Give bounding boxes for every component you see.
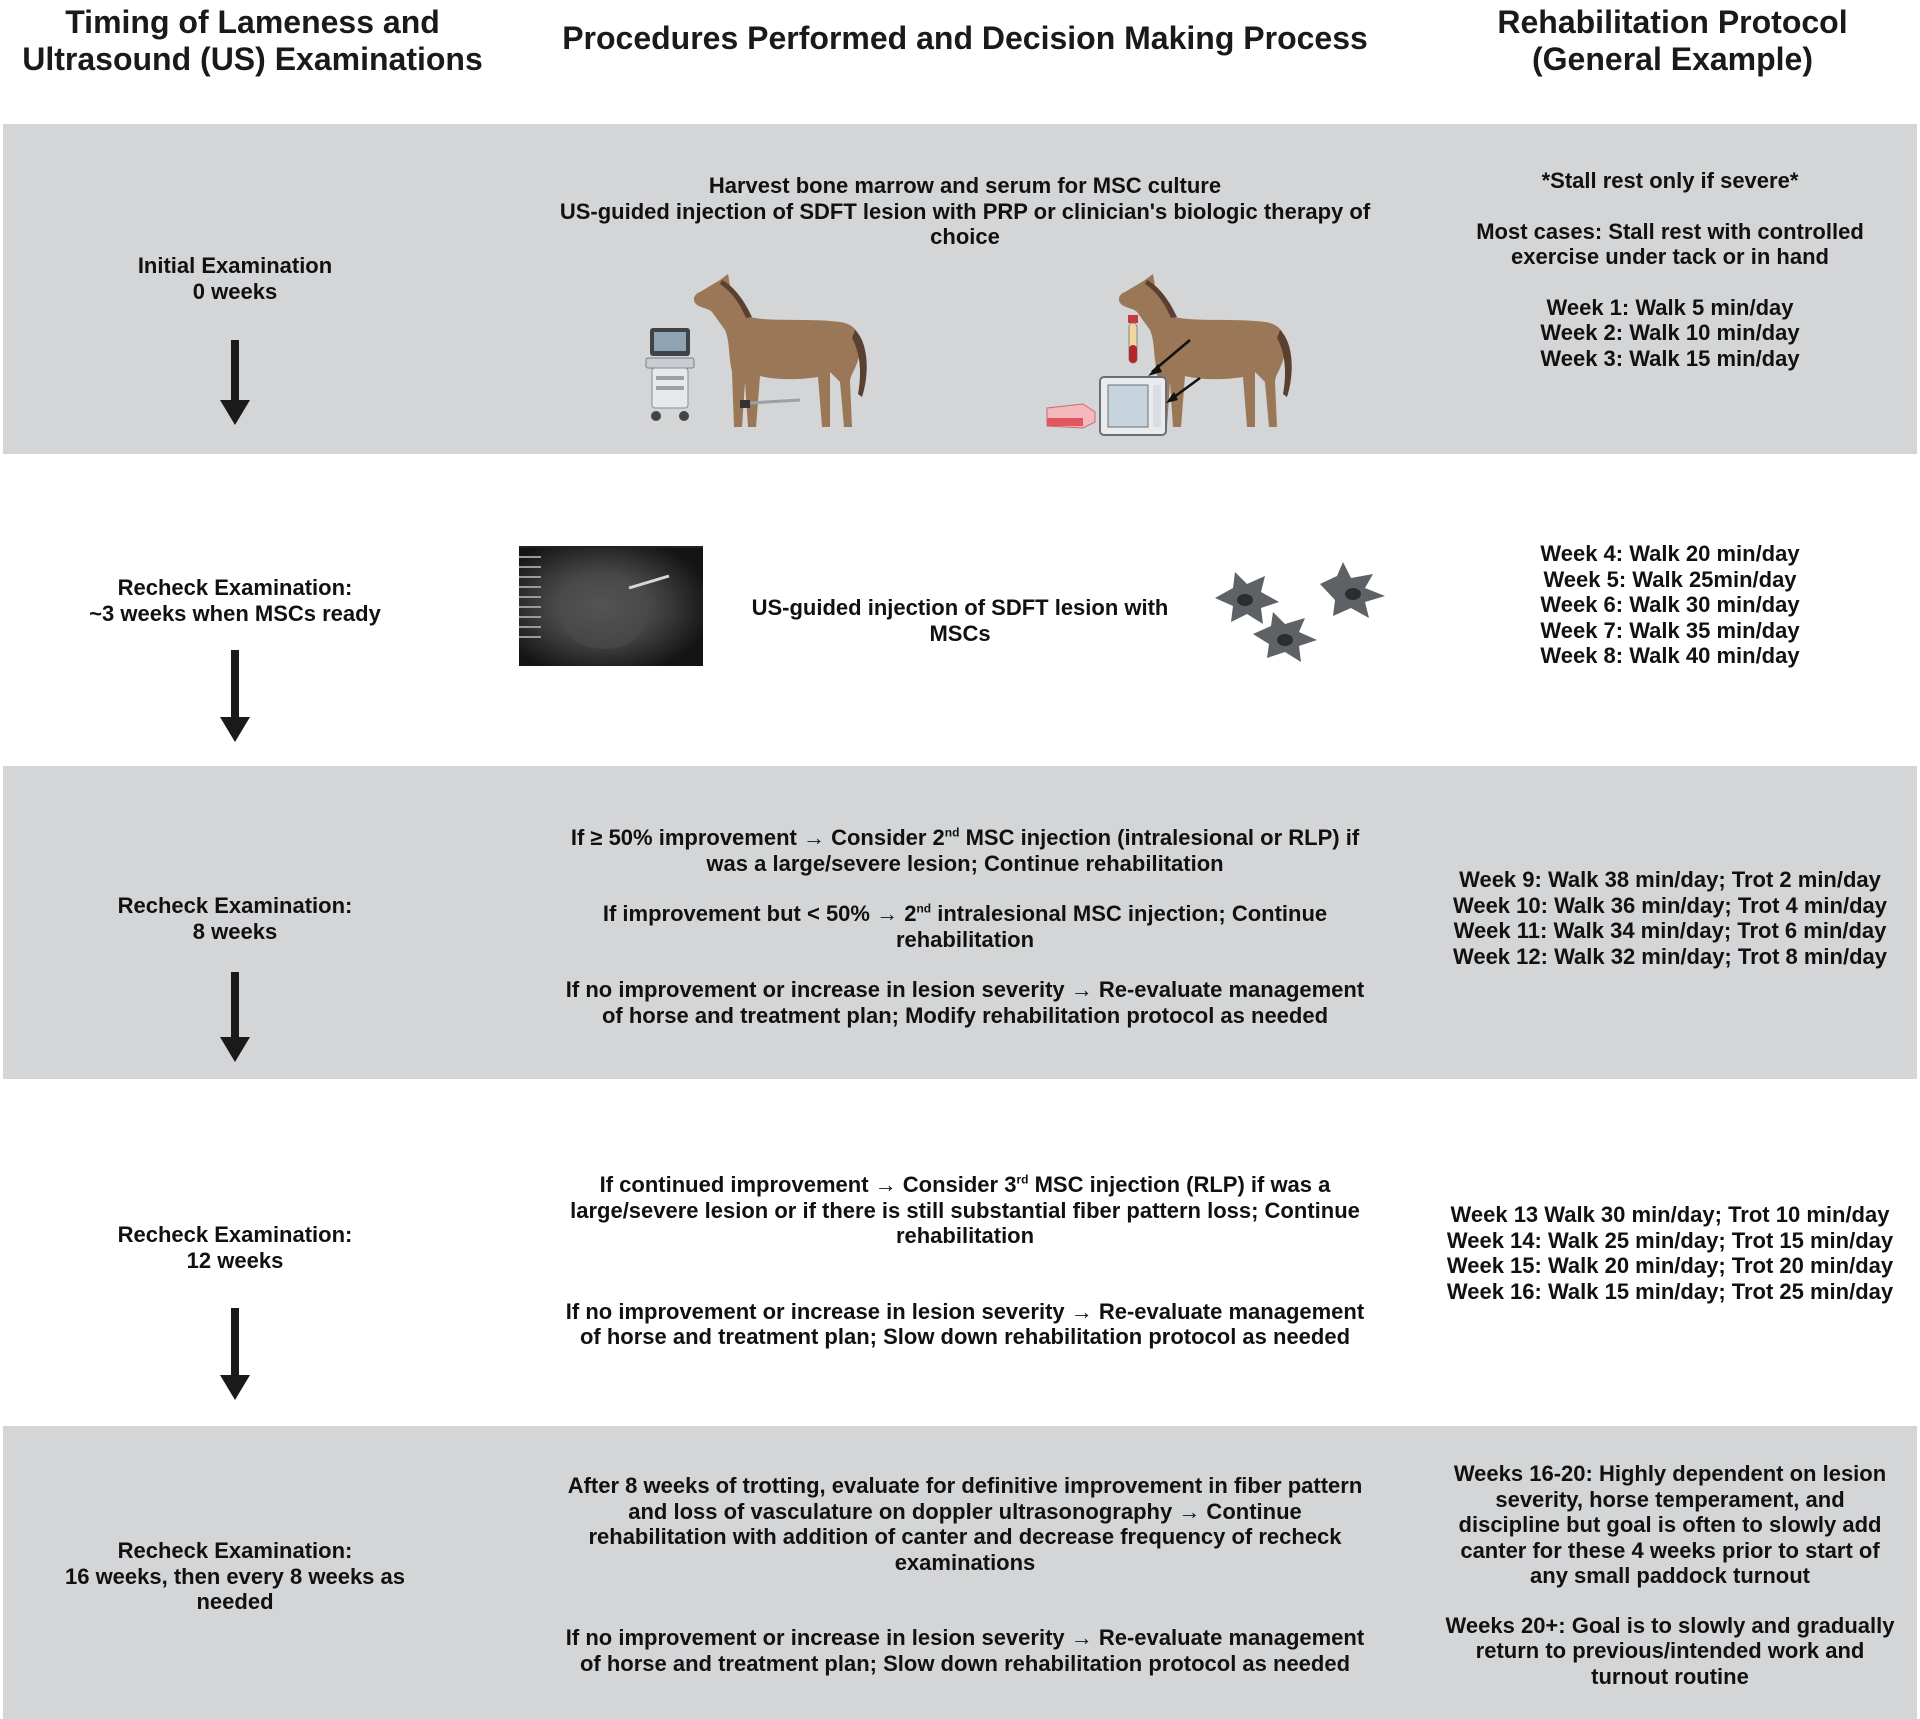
horse-icon xyxy=(690,272,875,432)
timing-16-weeks: Recheck Examination: 16 weeks, then ever… xyxy=(40,1538,430,1615)
rehab-12-weeks: Week 13 Walk 30 min/day; Trot 10 min/day… xyxy=(1410,1202,1920,1304)
culture-flask-icon xyxy=(1043,400,1098,432)
mesenchymal-stem-cells-icon xyxy=(1205,558,1420,673)
ultrasound-image xyxy=(519,546,703,666)
timing-12-weeks: Recheck Examination: 12 weeks xyxy=(40,1222,430,1273)
header-rehab-line2: (General Example) xyxy=(1440,41,1905,78)
procedures-12-weeks: If continued improvement → Consider 3rd … xyxy=(540,1172,1390,1350)
down-arrow-icon xyxy=(220,972,250,1062)
header-timing-line1: Timing of Lameness and xyxy=(20,4,485,41)
timing-3-weeks: Recheck Examination: ~3 weeks when MSCs … xyxy=(40,575,430,626)
down-arrow-icon xyxy=(220,340,250,425)
procedures-initial: Harvest bone marrow and serum for MSC cu… xyxy=(540,173,1390,250)
header-timing: Timing of Lameness and Ultrasound (US) E… xyxy=(20,4,485,78)
procedures-8-weeks: If ≥ 50% improvement → Consider 2nd MSC … xyxy=(540,825,1390,1028)
header-rehab: Rehabilitation Protocol (General Example… xyxy=(1440,4,1905,78)
rehab-16-weeks: Weeks 16-20: Highly dependent on lesion … xyxy=(1410,1461,1920,1689)
stall-rest-note: *Stall rest only if severe* xyxy=(1410,168,1920,194)
header-timing-line2: Ultrasound (US) Examinations xyxy=(20,41,485,78)
procedures-3-weeks: US-guided injection of SDFT lesion with … xyxy=(720,595,1200,646)
process-arrow-icon xyxy=(1130,300,1210,410)
rehab-initial: *Stall rest only if severe* Most cases: … xyxy=(1410,168,1920,371)
header-rehab-line1: Rehabilitation Protocol xyxy=(1440,4,1905,41)
timing-initial: Initial Examination 0 weeks xyxy=(40,253,430,304)
timing-8-weeks: Recheck Examination: 8 weeks xyxy=(40,893,430,944)
procedures-16-weeks: After 8 weeks of trotting, evaluate for … xyxy=(540,1473,1390,1676)
header-procedures: Procedures Performed and Decision Making… xyxy=(540,20,1390,57)
rehab-8-weeks: Week 9: Walk 38 min/day; Trot 2 min/day … xyxy=(1410,867,1920,969)
rehab-3-weeks: Week 4: Walk 20 min/day Week 5: Walk 25m… xyxy=(1410,541,1920,669)
down-arrow-icon xyxy=(220,650,250,742)
down-arrow-icon xyxy=(220,1308,250,1400)
